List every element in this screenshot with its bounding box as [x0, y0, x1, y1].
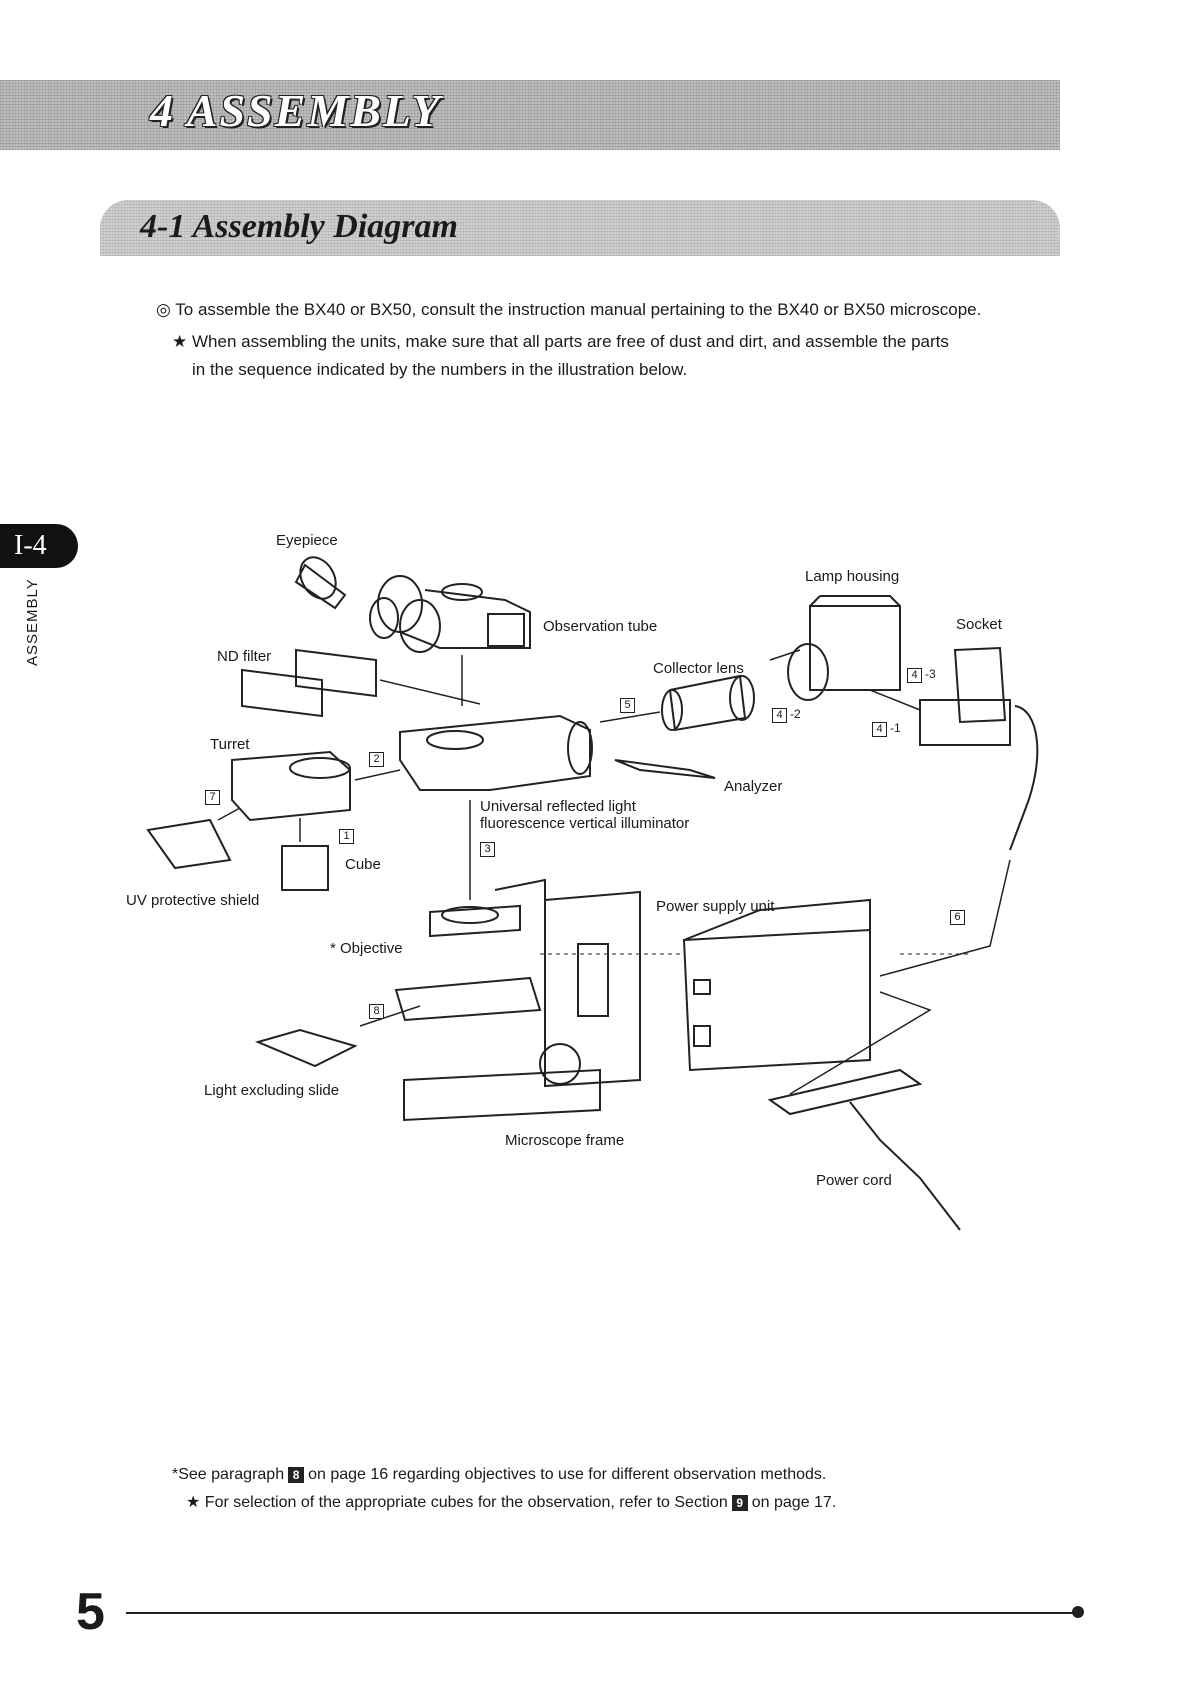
illuminator-drawing: [399, 714, 593, 791]
label-nd-filter: ND filter: [217, 648, 272, 665]
light-slide-drawing: [254, 1028, 358, 1068]
label-illuminator: Universal reflected light fluorescence v…: [480, 798, 690, 832]
eyepiece-drawing: [294, 556, 399, 639]
footnote-cubes: ★ For selection of the appropriate cubes…: [186, 1494, 837, 1511]
step-5-box: 5: [620, 698, 635, 713]
label-cube: Cube: [345, 856, 381, 873]
analyzer-drawing: [614, 759, 716, 779]
step-4-3-box: 4: [907, 668, 922, 683]
paragraph-ref-box: 8: [288, 1466, 305, 1483]
section-title: 4 ASSEMBLY: [150, 84, 441, 137]
intro-note-1: ◎ To assemble the BX40 or BX50, consult …: [156, 300, 982, 319]
step-4-1-suffix: -1: [890, 721, 901, 735]
label-lamp-housing: Lamp housing: [805, 568, 900, 585]
step-4-2-suffix: -2: [790, 707, 801, 721]
step-4-3-suffix: -3: [925, 667, 936, 681]
footer-rule: [126, 1612, 1076, 1614]
footer-rule-dot: [1072, 1606, 1084, 1618]
step-3-box: 3: [480, 842, 495, 857]
label-frame: Microscope frame: [505, 1132, 625, 1149]
step-7-box: 7: [205, 790, 220, 805]
step-4-1-box: 4: [872, 722, 887, 737]
label-observation-tube: Observation tube: [543, 618, 658, 635]
label-collector-lens: Collector lens: [653, 660, 744, 677]
double-circle-icon: ◎: [156, 300, 171, 319]
socket-drawing: [919, 646, 1039, 851]
uv-shield-drawing: [146, 818, 232, 870]
step-1-box: 1: [339, 829, 354, 844]
turret-drawing: [231, 750, 351, 822]
lamp-housing-drawing: [787, 595, 901, 701]
label-power-supply: Power supply unit: [656, 898, 775, 915]
step-4-2-box: 4: [772, 708, 787, 723]
label-uv-shield: UV protective shield: [126, 892, 260, 909]
subsection-banner: [100, 200, 1060, 256]
label-power-cord: Power cord: [816, 1172, 892, 1189]
intro-note-2: ★ When assembling the units, make sure t…: [172, 332, 949, 379]
section-title-text: ASSEMBLY: [186, 85, 442, 136]
chapter-tab: I-4: [0, 524, 78, 568]
nd-filter-drawing: [241, 648, 481, 718]
star-icon: ★: [172, 332, 188, 351]
label-socket: Socket: [956, 616, 1002, 633]
label-objective: * Objective: [330, 940, 403, 957]
page-number: 5: [76, 1583, 105, 1641]
label-turret: Turret: [210, 736, 250, 753]
label-analyzer: Analyzer: [724, 778, 783, 795]
microscope-frame-drawing: [394, 878, 641, 1122]
power-supply-drawing: [682, 898, 871, 1072]
section-ref-box: 9: [731, 1494, 748, 1511]
section-banner: [0, 80, 1060, 150]
power-cord-drawing: [767, 1068, 961, 1231]
cube-drawing: [281, 845, 329, 891]
assembly-arrows: [217, 649, 1011, 1095]
collector-lens-drawing: [661, 674, 755, 732]
section-number: 4: [150, 85, 175, 136]
observation-tube-drawing: [377, 575, 531, 653]
step-2-box: 2: [369, 752, 384, 767]
subsection-title: 4-1 Assembly Diagram: [140, 208, 458, 245]
label-light-slide: Light excluding slide: [204, 1082, 340, 1099]
step-6-box: 6: [950, 910, 965, 925]
label-eyepiece: Eyepiece: [276, 532, 338, 549]
step-8-box: 8: [369, 1004, 384, 1019]
